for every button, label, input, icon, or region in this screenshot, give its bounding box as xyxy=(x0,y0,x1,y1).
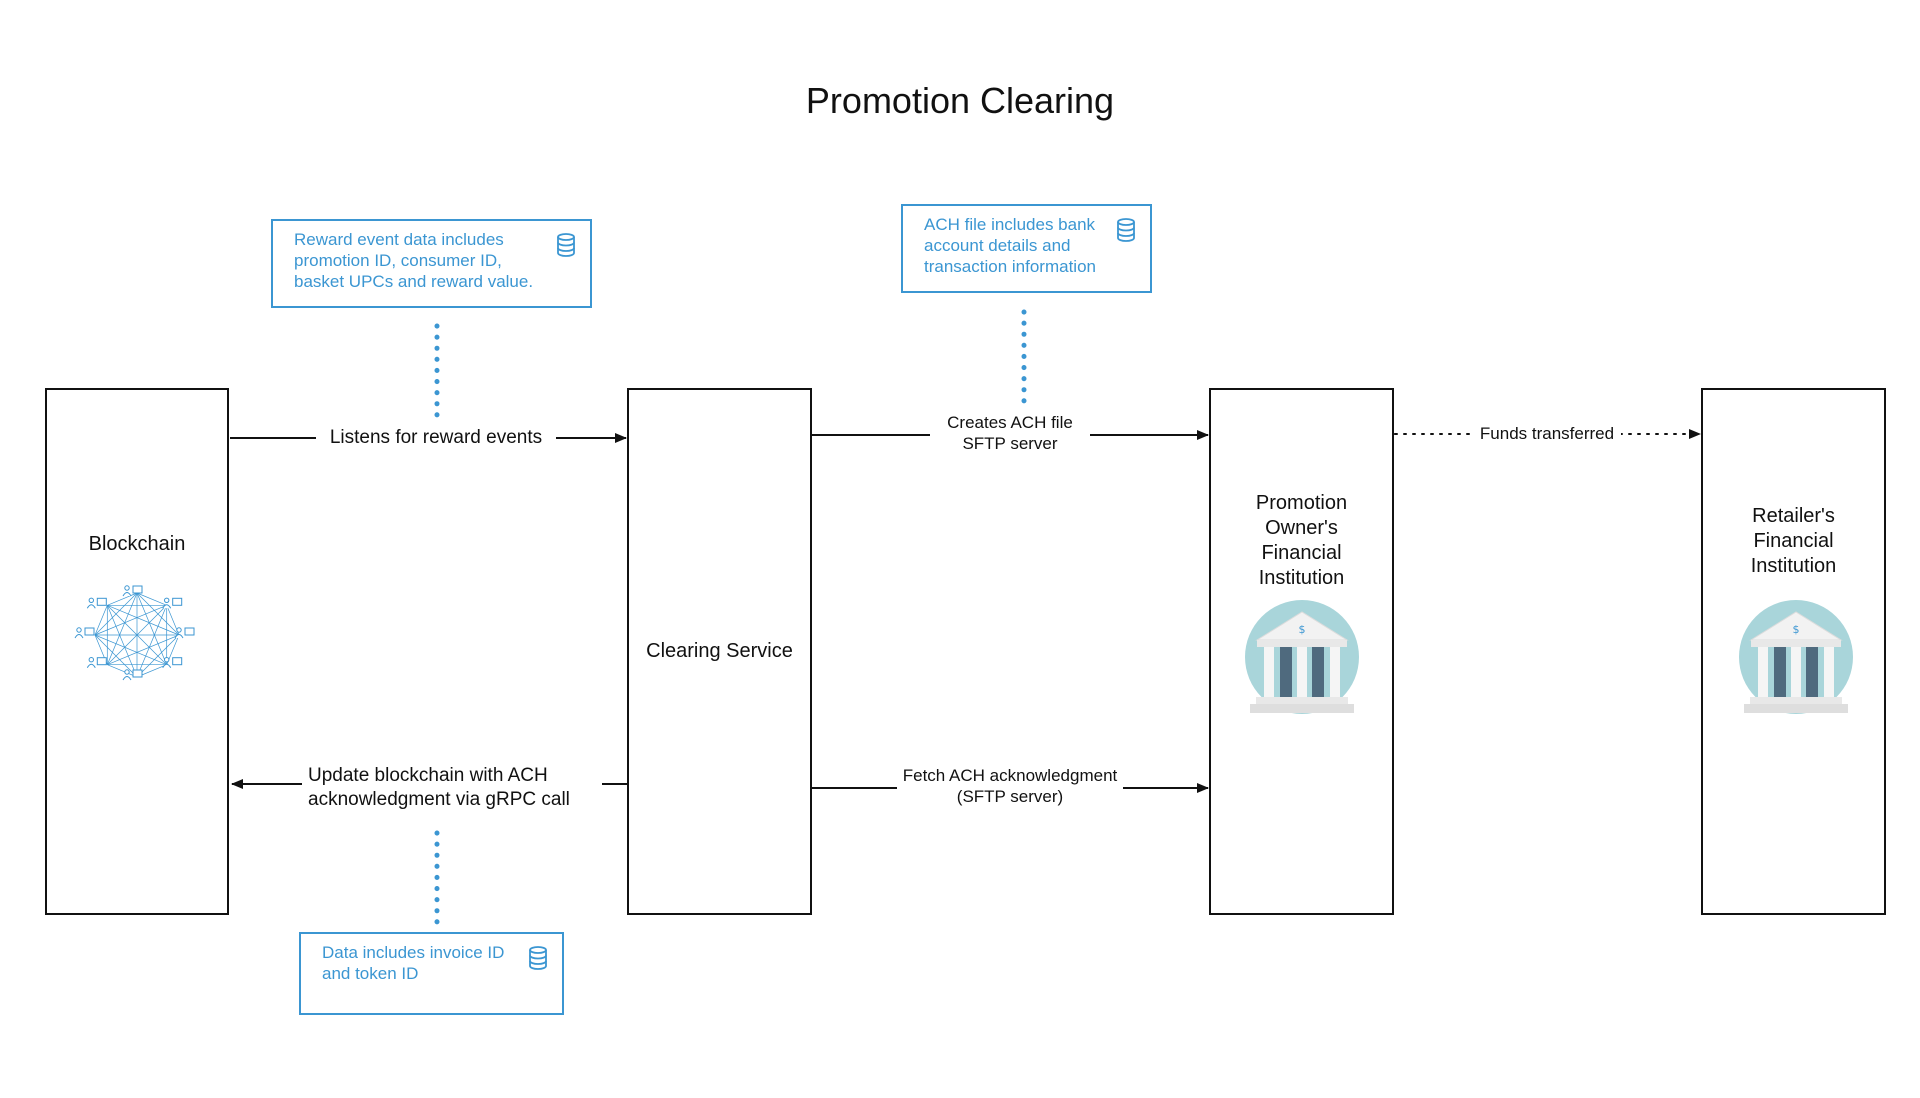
diagram-title: Promotion Clearing xyxy=(805,80,1115,121)
network-node-icon xyxy=(86,656,107,668)
edge-label-line: acknowledgment via gRPC call xyxy=(308,789,570,810)
database-icon xyxy=(529,946,547,970)
edge-label-line: (SFTP server) xyxy=(956,787,1064,806)
database-icon xyxy=(557,233,575,257)
note-ach-file: ACH file includes bank account details a… xyxy=(901,204,1152,293)
edge-listens-label: Listens for reward events xyxy=(316,426,556,450)
node-retailer-fi-label: Retailer's Financial Institution xyxy=(1703,504,1884,579)
label-line: Owner's xyxy=(1265,517,1338,539)
node-clearing-service-label: Clearing Service xyxy=(646,640,793,662)
edge-label-line: SFTP server xyxy=(962,434,1058,453)
svg-text:$: $ xyxy=(1299,623,1306,636)
note-line: and token ID xyxy=(322,964,419,983)
label-line: Institution xyxy=(1750,555,1837,577)
node-retailer-fi[interactable]: Retailer's Financial Institution $ xyxy=(1701,388,1886,915)
label-line: Financial xyxy=(1753,530,1834,552)
note-line: promotion ID, consumer ID, xyxy=(294,251,502,270)
edge-label-line: Fetch ACH acknowledgment xyxy=(902,766,1118,785)
label-line: Promotion xyxy=(1255,492,1348,514)
label-line: Institution xyxy=(1258,567,1345,589)
network-node-icon xyxy=(122,585,143,597)
edge-creates-ach-label: Creates ACH file SFTP server xyxy=(930,412,1090,454)
note-invoice: Data includes invoice ID and token ID xyxy=(299,932,564,1015)
network-node-icon xyxy=(162,656,183,668)
edge-label-line: Update blockchain with ACH xyxy=(308,765,548,786)
network-node-icon xyxy=(74,627,95,639)
label-line: Retailer's xyxy=(1752,505,1835,527)
svg-text:$: $ xyxy=(1793,623,1800,636)
edge-update-blockchain-label: Update blockchain with ACH acknowledgmen… xyxy=(302,764,602,812)
note-line: transaction information xyxy=(924,257,1096,276)
network-node-icon xyxy=(86,597,107,609)
network-node-icon xyxy=(174,627,195,639)
node-blockchain[interactable]: Blockchain xyxy=(45,388,229,915)
note-line: Reward event data includes xyxy=(294,230,504,249)
note-line: account details and xyxy=(924,236,1071,255)
network-node-icon xyxy=(122,669,143,681)
node-clearing-service[interactable]: Clearing Service xyxy=(627,388,812,915)
bank-icon: $ xyxy=(1245,600,1359,714)
note-line: basket UPCs and reward value. xyxy=(294,272,534,291)
node-promotion-owner-fi[interactable]: Promotion Owner's Financial Institution … xyxy=(1209,388,1394,915)
edge-funds-label: Funds transferred xyxy=(1473,423,1621,444)
edge-fetch-ack-label: Fetch ACH acknowledgment (SFTP server) xyxy=(897,765,1123,807)
node-blockchain-label: Blockchain xyxy=(88,533,186,555)
note-line: Data includes invoice ID xyxy=(322,943,505,962)
blockchain-network-icon xyxy=(74,585,195,681)
node-promotion-owner-fi-label: Promotion Owner's Financial Institution xyxy=(1211,491,1392,591)
note-line: ACH file includes bank xyxy=(924,215,1096,234)
database-icon xyxy=(1117,218,1135,242)
bank-icon: $ xyxy=(1739,600,1853,714)
edge-label-line: Creates ACH file xyxy=(947,413,1073,432)
network-node-icon xyxy=(162,597,183,609)
note-reward-event: Reward event data includes promotion ID,… xyxy=(271,219,592,308)
label-line: Financial xyxy=(1261,542,1342,564)
